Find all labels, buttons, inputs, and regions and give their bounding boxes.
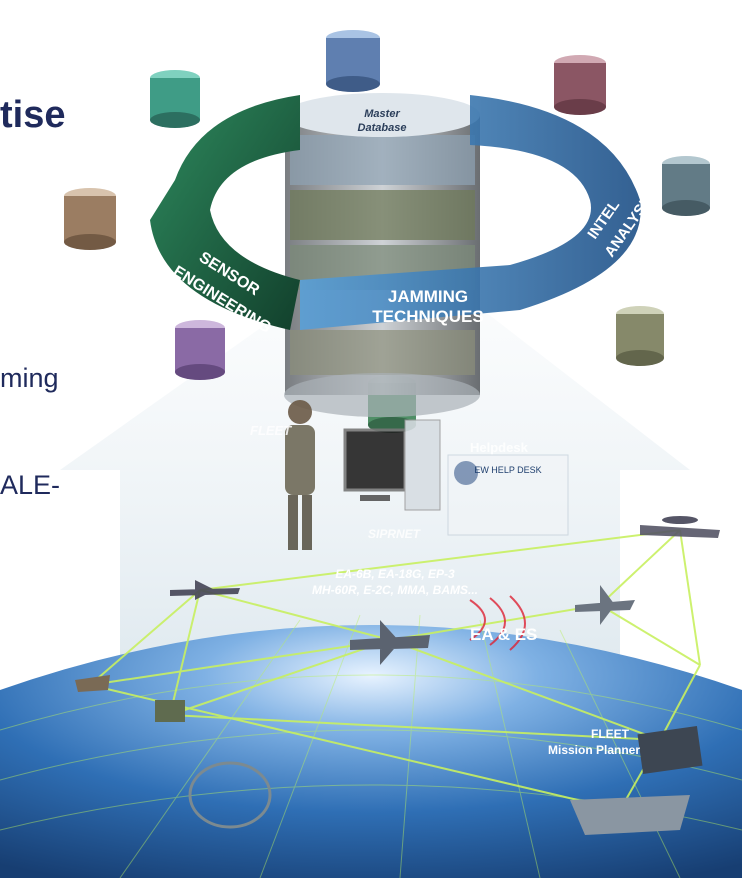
ring-label-techniques: TECHNIQUES bbox=[372, 307, 483, 326]
earth-grid bbox=[0, 614, 742, 878]
assets bbox=[75, 516, 720, 835]
planner-line1: FLEET bbox=[591, 727, 630, 741]
slide-text-fragment-1: tise bbox=[0, 94, 66, 136]
slide-text-fragment-3: ALE- bbox=[0, 470, 61, 500]
ea6b-jet-icon bbox=[350, 620, 430, 665]
planner-line2: Mission Planner bbox=[548, 743, 640, 757]
database-cylinder-tan bbox=[64, 188, 116, 250]
ring-label-jamming: JAMMING bbox=[388, 287, 468, 306]
ring-green-segment bbox=[150, 95, 300, 330]
top-caption-line1: Platform specific bbox=[414, 7, 511, 21]
helpdesk-label: Helpdesk bbox=[470, 440, 529, 455]
master-db-line2: Database bbox=[358, 122, 407, 134]
ea-es-label: EA & ES bbox=[470, 625, 537, 644]
helpdesk-workstation bbox=[343, 419, 441, 511]
platforms-line2: MH-60R, E-2C, MMA, BAMS... bbox=[312, 583, 478, 597]
top-caption-line2: EA/ES Databases bbox=[412, 23, 512, 37]
ship-icon bbox=[570, 795, 690, 835]
database-cylinder-maroon bbox=[554, 55, 606, 115]
database-cylinder-slate bbox=[662, 156, 710, 216]
master-database-stack bbox=[284, 93, 480, 417]
helpdesk-card-title: EW HELP DESK bbox=[474, 465, 541, 475]
fleet-label: FLEET bbox=[250, 423, 292, 438]
uav-icon bbox=[170, 580, 240, 600]
laptop-icon bbox=[637, 726, 703, 774]
slide-text-fragment-2: ming bbox=[0, 363, 59, 393]
helpdesk-card bbox=[447, 454, 569, 536]
pilot-figure bbox=[285, 400, 315, 550]
process-ring bbox=[150, 95, 641, 330]
platforms-line1: EA-6B, EA-18G, EP-3 bbox=[335, 567, 455, 581]
signal-waves bbox=[469, 595, 526, 651]
awacs-icon bbox=[640, 525, 720, 538]
helicopter-icon bbox=[75, 675, 110, 692]
siprnet-label: SIPRNET bbox=[368, 527, 422, 541]
database-cylinder-blue bbox=[326, 30, 380, 92]
master-db-line1: Master bbox=[364, 108, 400, 120]
ring-blue-segment bbox=[300, 95, 641, 330]
database-cylinder-purple bbox=[175, 320, 225, 380]
awacs-radome-icon bbox=[662, 516, 698, 524]
database-cylinder-teal bbox=[150, 70, 200, 128]
radar-dish-icon bbox=[188, 761, 272, 829]
database-cylinder-olive bbox=[616, 306, 664, 366]
fighter-jet-icon bbox=[575, 585, 635, 625]
ground-station-icon bbox=[155, 700, 185, 722]
